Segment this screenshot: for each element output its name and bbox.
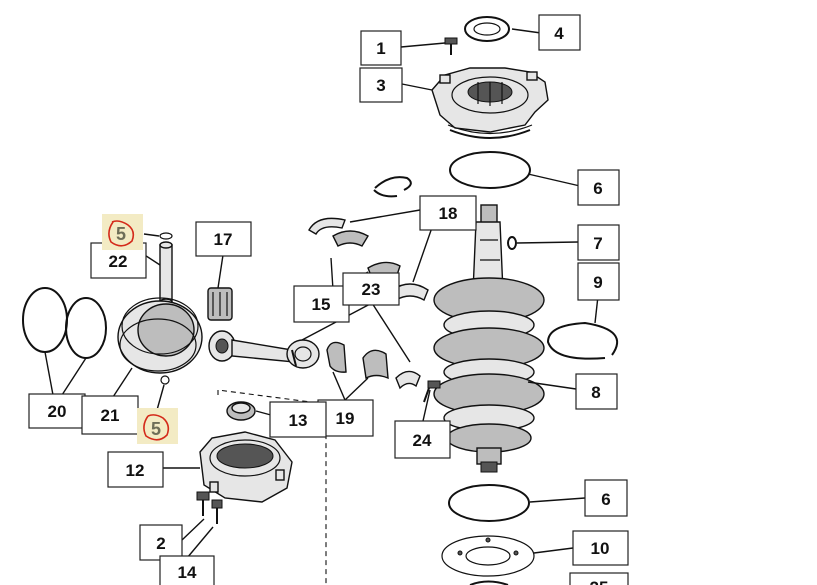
svg-text:4: 4 [554,24,564,43]
svg-text:22: 22 [109,252,128,271]
svg-text:19: 19 [336,409,355,428]
svg-text:14: 14 [178,563,197,582]
svg-text:1: 1 [376,39,385,58]
part-piston-rings [22,287,107,359]
part-connecting-rod [208,330,320,369]
svg-text:18: 18 [439,204,458,223]
part-gasket [441,535,535,577]
svg-text:7: 7 [593,234,602,253]
svg-text:10: 10 [591,539,610,558]
part-bottom-partial [469,580,509,585]
svg-text:3: 3 [376,76,385,95]
part-bearing-halves [326,341,421,390]
svg-text:5: 5 [151,419,161,439]
callout-18: 18 [419,195,477,231]
callout-19: 19 [317,399,374,437]
svg-text:6: 6 [601,490,610,509]
part-bolt-24 [423,380,441,403]
highlight-callout-5-lower: 5 [137,408,178,444]
part-seal-ring [464,16,510,42]
callout-3: 3 [359,67,403,103]
callout-13: 13 [269,401,327,438]
svg-text:21: 21 [101,406,120,425]
part-seal-13 [226,401,256,421]
svg-text:20: 20 [48,402,67,421]
callout-20: 20 [28,393,86,429]
part-upper-bearing-housing [431,67,549,139]
callout-23: 23 [342,272,400,306]
part-o-ring-bottom [448,484,530,522]
part-lower-bearing-housing [199,431,293,503]
part-bearing-cage-upper [308,217,429,302]
svg-text:2: 2 [156,534,165,553]
callout-6-bottom: 6 [584,479,628,517]
callout-10: 10 [572,530,629,566]
callout-25: 25 [569,572,629,585]
svg-text:5: 5 [116,224,126,244]
callout-12: 12 [107,451,164,488]
svg-text:17: 17 [214,230,233,249]
part-crankshaft [433,204,545,473]
callout-4: 4 [538,14,581,51]
callout-7: 7 [577,224,620,261]
assembly-dashed-line [217,389,327,585]
svg-text:15: 15 [312,295,331,314]
highlight-callout-5-upper: 5 [102,214,143,250]
callout-6-top: 6 [577,169,620,206]
callout-9: 9 [577,262,620,301]
svg-text:23: 23 [362,280,381,299]
callout-15: 15 [293,285,350,323]
svg-text:25: 25 [590,578,609,585]
svg-text:8: 8 [591,383,600,402]
part-snap-ring [546,321,618,360]
part-needle-bearing [207,287,233,321]
part-retaining-ring [373,176,412,198]
callout-8: 8 [575,373,618,410]
callout-24: 24 [394,420,451,459]
part-screw-top [444,37,458,55]
part-wrist-pin [159,232,173,306]
svg-text:12: 12 [126,461,145,480]
callout-1: 1 [360,30,402,66]
svg-text:9: 9 [593,273,602,292]
svg-text:13: 13 [289,411,308,430]
callout-14: 14 [159,555,215,585]
part-piston [117,297,203,385]
part-o-ring-top [449,151,531,189]
callout-17: 17 [195,221,252,257]
part-bolts-lower [196,491,223,524]
part-key [507,236,517,250]
callout-2: 2 [139,524,183,561]
svg-text:24: 24 [413,431,432,450]
svg-text:6: 6 [593,179,602,198]
callout-21: 21 [81,395,139,435]
